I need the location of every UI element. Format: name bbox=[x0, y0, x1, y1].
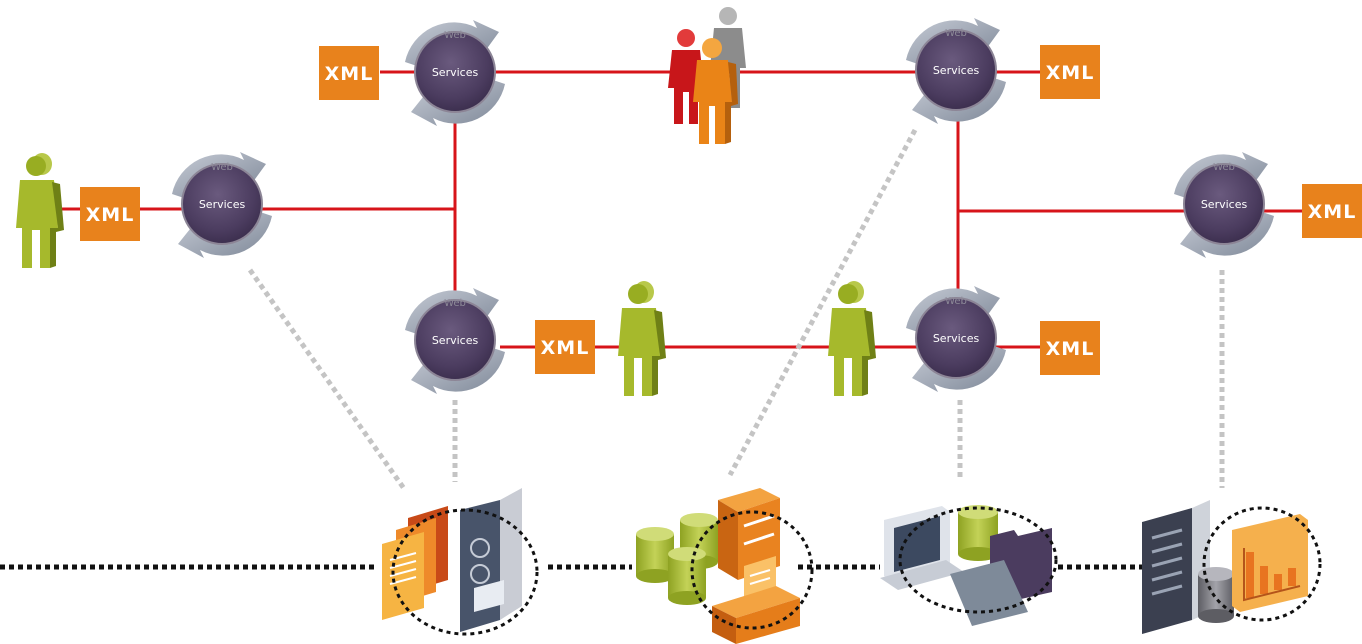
web-service-bottom-left: Web Services bbox=[404, 287, 506, 395]
services-label: Services bbox=[933, 332, 980, 345]
base-unit-icon bbox=[712, 586, 800, 644]
services-label: Services bbox=[933, 64, 980, 77]
xml-label: XML bbox=[86, 204, 135, 226]
web-label: Web bbox=[1213, 162, 1235, 173]
web-label: Web bbox=[211, 162, 233, 173]
folder-icon bbox=[950, 528, 1052, 626]
web-service-top-right: Web Services bbox=[905, 17, 1007, 125]
person-icon-bottom-right bbox=[828, 281, 876, 396]
xml-box-left: XML bbox=[80, 187, 140, 241]
people-group-icon bbox=[668, 7, 746, 144]
person-icon-bottom-center bbox=[618, 281, 666, 396]
services-label: Services bbox=[432, 334, 479, 347]
web-label: Web bbox=[945, 296, 967, 307]
services-label: Services bbox=[1201, 198, 1248, 211]
resource-workstation-folders bbox=[880, 505, 1058, 626]
xml-label: XML bbox=[541, 337, 590, 359]
services-label: Services bbox=[199, 198, 246, 211]
resource-documents-server bbox=[382, 488, 539, 636]
resource-databases-server bbox=[636, 488, 814, 644]
database-icon bbox=[636, 513, 718, 605]
web-label: Web bbox=[444, 30, 466, 41]
xml-box-right: XML bbox=[1302, 184, 1362, 238]
xml-box-bottom-right: XML bbox=[1040, 321, 1100, 375]
xml-box-top-left: XML bbox=[319, 46, 379, 100]
web-service-left: Web Services bbox=[171, 151, 273, 259]
xml-label: XML bbox=[1308, 201, 1357, 223]
web-service-top-left: Web Services bbox=[404, 19, 506, 127]
xml-label: XML bbox=[325, 63, 374, 85]
xml-label: XML bbox=[1046, 62, 1095, 84]
web-label: Web bbox=[444, 298, 466, 309]
xml-label: XML bbox=[1046, 338, 1095, 360]
dependency-lines bbox=[247, 128, 1225, 492]
xml-box-bottom-left: XML bbox=[535, 320, 595, 374]
document-stack-icon bbox=[382, 506, 448, 620]
person-icon-left bbox=[16, 153, 64, 268]
monitor-icon bbox=[880, 506, 964, 590]
web-label: Web bbox=[945, 28, 967, 39]
services-label: Services bbox=[432, 66, 479, 79]
resource-rack-reports bbox=[1142, 500, 1322, 634]
bar-chart-icon bbox=[1232, 514, 1308, 612]
xml-box-top-right: XML bbox=[1040, 45, 1100, 99]
database-icon bbox=[1198, 567, 1234, 623]
web-service-bottom-right: Web Services bbox=[905, 285, 1007, 393]
server-tower-icon bbox=[460, 488, 522, 632]
web-service-right: Web Services bbox=[1173, 151, 1275, 259]
